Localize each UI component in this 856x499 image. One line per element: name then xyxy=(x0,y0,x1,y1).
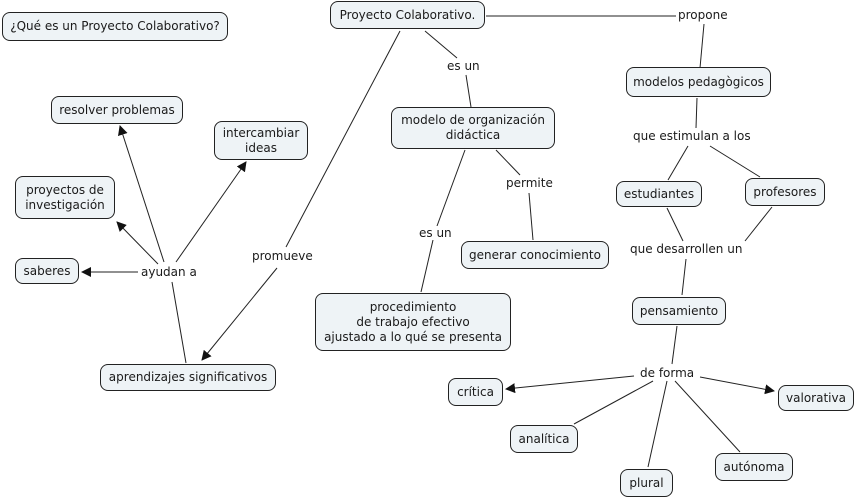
concept-autonoma[interactable]: autónoma xyxy=(715,453,793,481)
link-propone-modelos xyxy=(699,23,705,69)
link-estimulan-profesores xyxy=(709,145,761,178)
concept-profesores[interactable]: profesores xyxy=(745,178,825,206)
link-modelo-permite xyxy=(495,149,521,176)
concept-modelos-pedagogicos[interactable]: modelos pedagògicos xyxy=(626,67,771,97)
link-aprendizajes-ayudan xyxy=(171,281,187,364)
link-root-esun1 xyxy=(424,30,458,59)
concept-aprendizajes-significativos[interactable]: aprendizajes significativos xyxy=(100,364,276,391)
link-modelo-esun2 xyxy=(436,149,466,227)
concept-proyecto-colaborativo[interactable]: Proyecto Colaborativo. xyxy=(330,1,485,29)
link-esun2-procedimiento xyxy=(420,239,434,293)
link-permite-generar xyxy=(528,192,534,241)
concept-modelo-organizacion[interactable]: modelo de organización didáctica xyxy=(391,107,555,149)
phrase-que-desarrollen: que desarrollen un xyxy=(629,242,744,256)
link-root-promueve xyxy=(285,30,401,248)
link-esun1-modelo xyxy=(465,74,472,108)
phrase-es-un-2: es un xyxy=(418,226,453,240)
link-deforma-critica xyxy=(505,375,635,394)
link-desarrollen-pensamiento xyxy=(681,258,687,296)
phrase-de-forma: de forma xyxy=(639,366,696,380)
concept-critica[interactable]: crítica xyxy=(448,378,503,406)
phrase-ayudan-a: ayudan a xyxy=(140,265,198,279)
concept-procedimiento[interactable]: procedimiento de trabajo efectivo ajusta… xyxy=(315,293,511,351)
link-deforma-valorativa xyxy=(699,376,775,395)
phrase-promueve: promueve xyxy=(251,249,314,263)
concept-generar-conocimiento[interactable]: generar conocimiento xyxy=(461,241,609,269)
phrase-permite: permite xyxy=(505,176,554,190)
link-estimulan-estudiantes xyxy=(667,145,689,181)
phrase-es-un-1: es un xyxy=(446,59,481,73)
link-deforma-plural xyxy=(647,380,668,468)
link-ayudan-proyectos xyxy=(116,221,159,265)
link-deforma-analitica xyxy=(573,380,654,425)
title-concept[interactable]: ¿Qué es un Proyecto Colaborativo? xyxy=(2,12,228,41)
link-pensamiento-deforma xyxy=(671,325,678,365)
link-ayudan-intercambiar xyxy=(175,161,247,263)
concept-resolver-problemas[interactable]: resolver problemas xyxy=(51,96,183,124)
concept-analitica[interactable]: analítica xyxy=(510,425,578,453)
concept-intercambiar-ideas[interactable]: intercambiar ideas xyxy=(214,121,308,160)
concept-saberes[interactable]: saberes xyxy=(15,258,79,284)
concept-pensamiento[interactable]: pensamiento xyxy=(632,297,726,325)
concept-plural[interactable]: plural xyxy=(620,469,673,497)
concept-proyectos-investigacion[interactable]: proyectos de investigación xyxy=(15,176,115,219)
link-profesores-desarrollen xyxy=(744,206,773,242)
link-promueve-aprendizajes xyxy=(201,267,278,361)
concept-estudiantes[interactable]: estudiantes xyxy=(616,181,702,207)
link-ayudan-resolver xyxy=(118,125,165,263)
concept-valorativa[interactable]: valorativa xyxy=(778,385,854,411)
link-modelos-estimulan xyxy=(695,97,698,129)
phrase-que-estimulan: que estimulan a los xyxy=(632,129,752,143)
phrase-propone: propone xyxy=(677,8,729,22)
link-estudiantes-desarrollen xyxy=(666,207,684,242)
link-deforma-autonoma xyxy=(674,380,741,453)
